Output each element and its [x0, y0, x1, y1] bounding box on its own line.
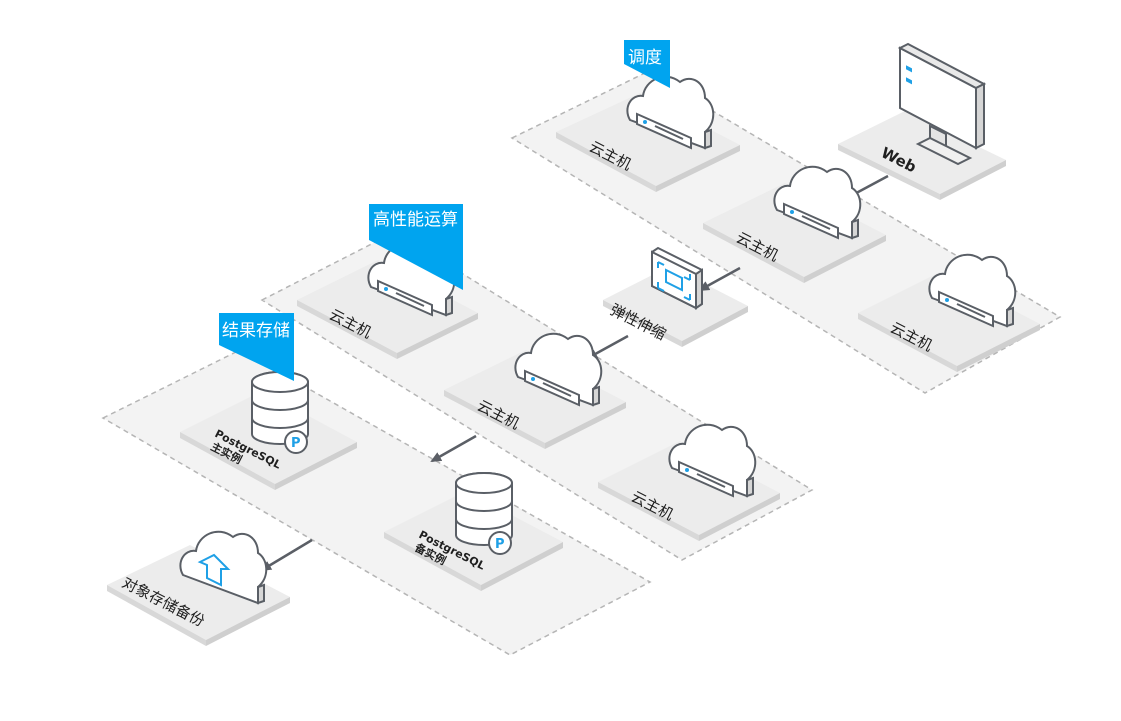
tile-web-host-2	[858, 272, 1040, 372]
tile-object-backup	[107, 545, 290, 646]
tile-hpc-host-top	[297, 260, 478, 359]
monitor-icon	[897, 42, 987, 166]
cloud-server-icon-hpc-bottom	[668, 423, 757, 498]
tile-web	[838, 111, 1006, 200]
group-tag-result-storage: 结果存储	[219, 313, 294, 381]
cloud-server-icon-sched	[626, 75, 715, 150]
group-tag-scheduling: 调度	[624, 40, 670, 88]
tile-web-host-1	[703, 183, 886, 283]
arrow-hpc-to-db	[430, 434, 477, 463]
group-tag-hpc-text: 高性能运算	[373, 210, 458, 230]
cloud-server-icon-web-2	[928, 253, 1017, 328]
arrow-autoscaling-to-hpc	[586, 334, 629, 360]
group-tag-scheduling-text: 调度	[628, 48, 662, 68]
arrow-db-to-backup	[260, 538, 313, 572]
tile-hpc-host-bottom	[598, 441, 780, 541]
svg-text:P: P	[495, 537, 505, 552]
database-icon-master: P	[251, 371, 309, 454]
arrow-host-to-autoscaling	[698, 266, 741, 292]
group-tag-result-storage-text: 结果存储	[222, 321, 290, 341]
cloud-server-icon-web-1	[773, 165, 862, 240]
svg-text:P: P	[291, 436, 301, 451]
tile-sched-host	[556, 93, 740, 192]
tile-autoscaling	[603, 266, 748, 347]
cloud-server-icon-hpc-mid	[514, 332, 603, 407]
group-tag-hpc: 高性能运算	[369, 204, 463, 290]
database-icon-standby: P	[455, 472, 513, 555]
autoscaling-icon	[651, 246, 703, 310]
tile-hpc-host-mid	[444, 350, 626, 449]
cloud-upload-icon	[179, 530, 268, 605]
